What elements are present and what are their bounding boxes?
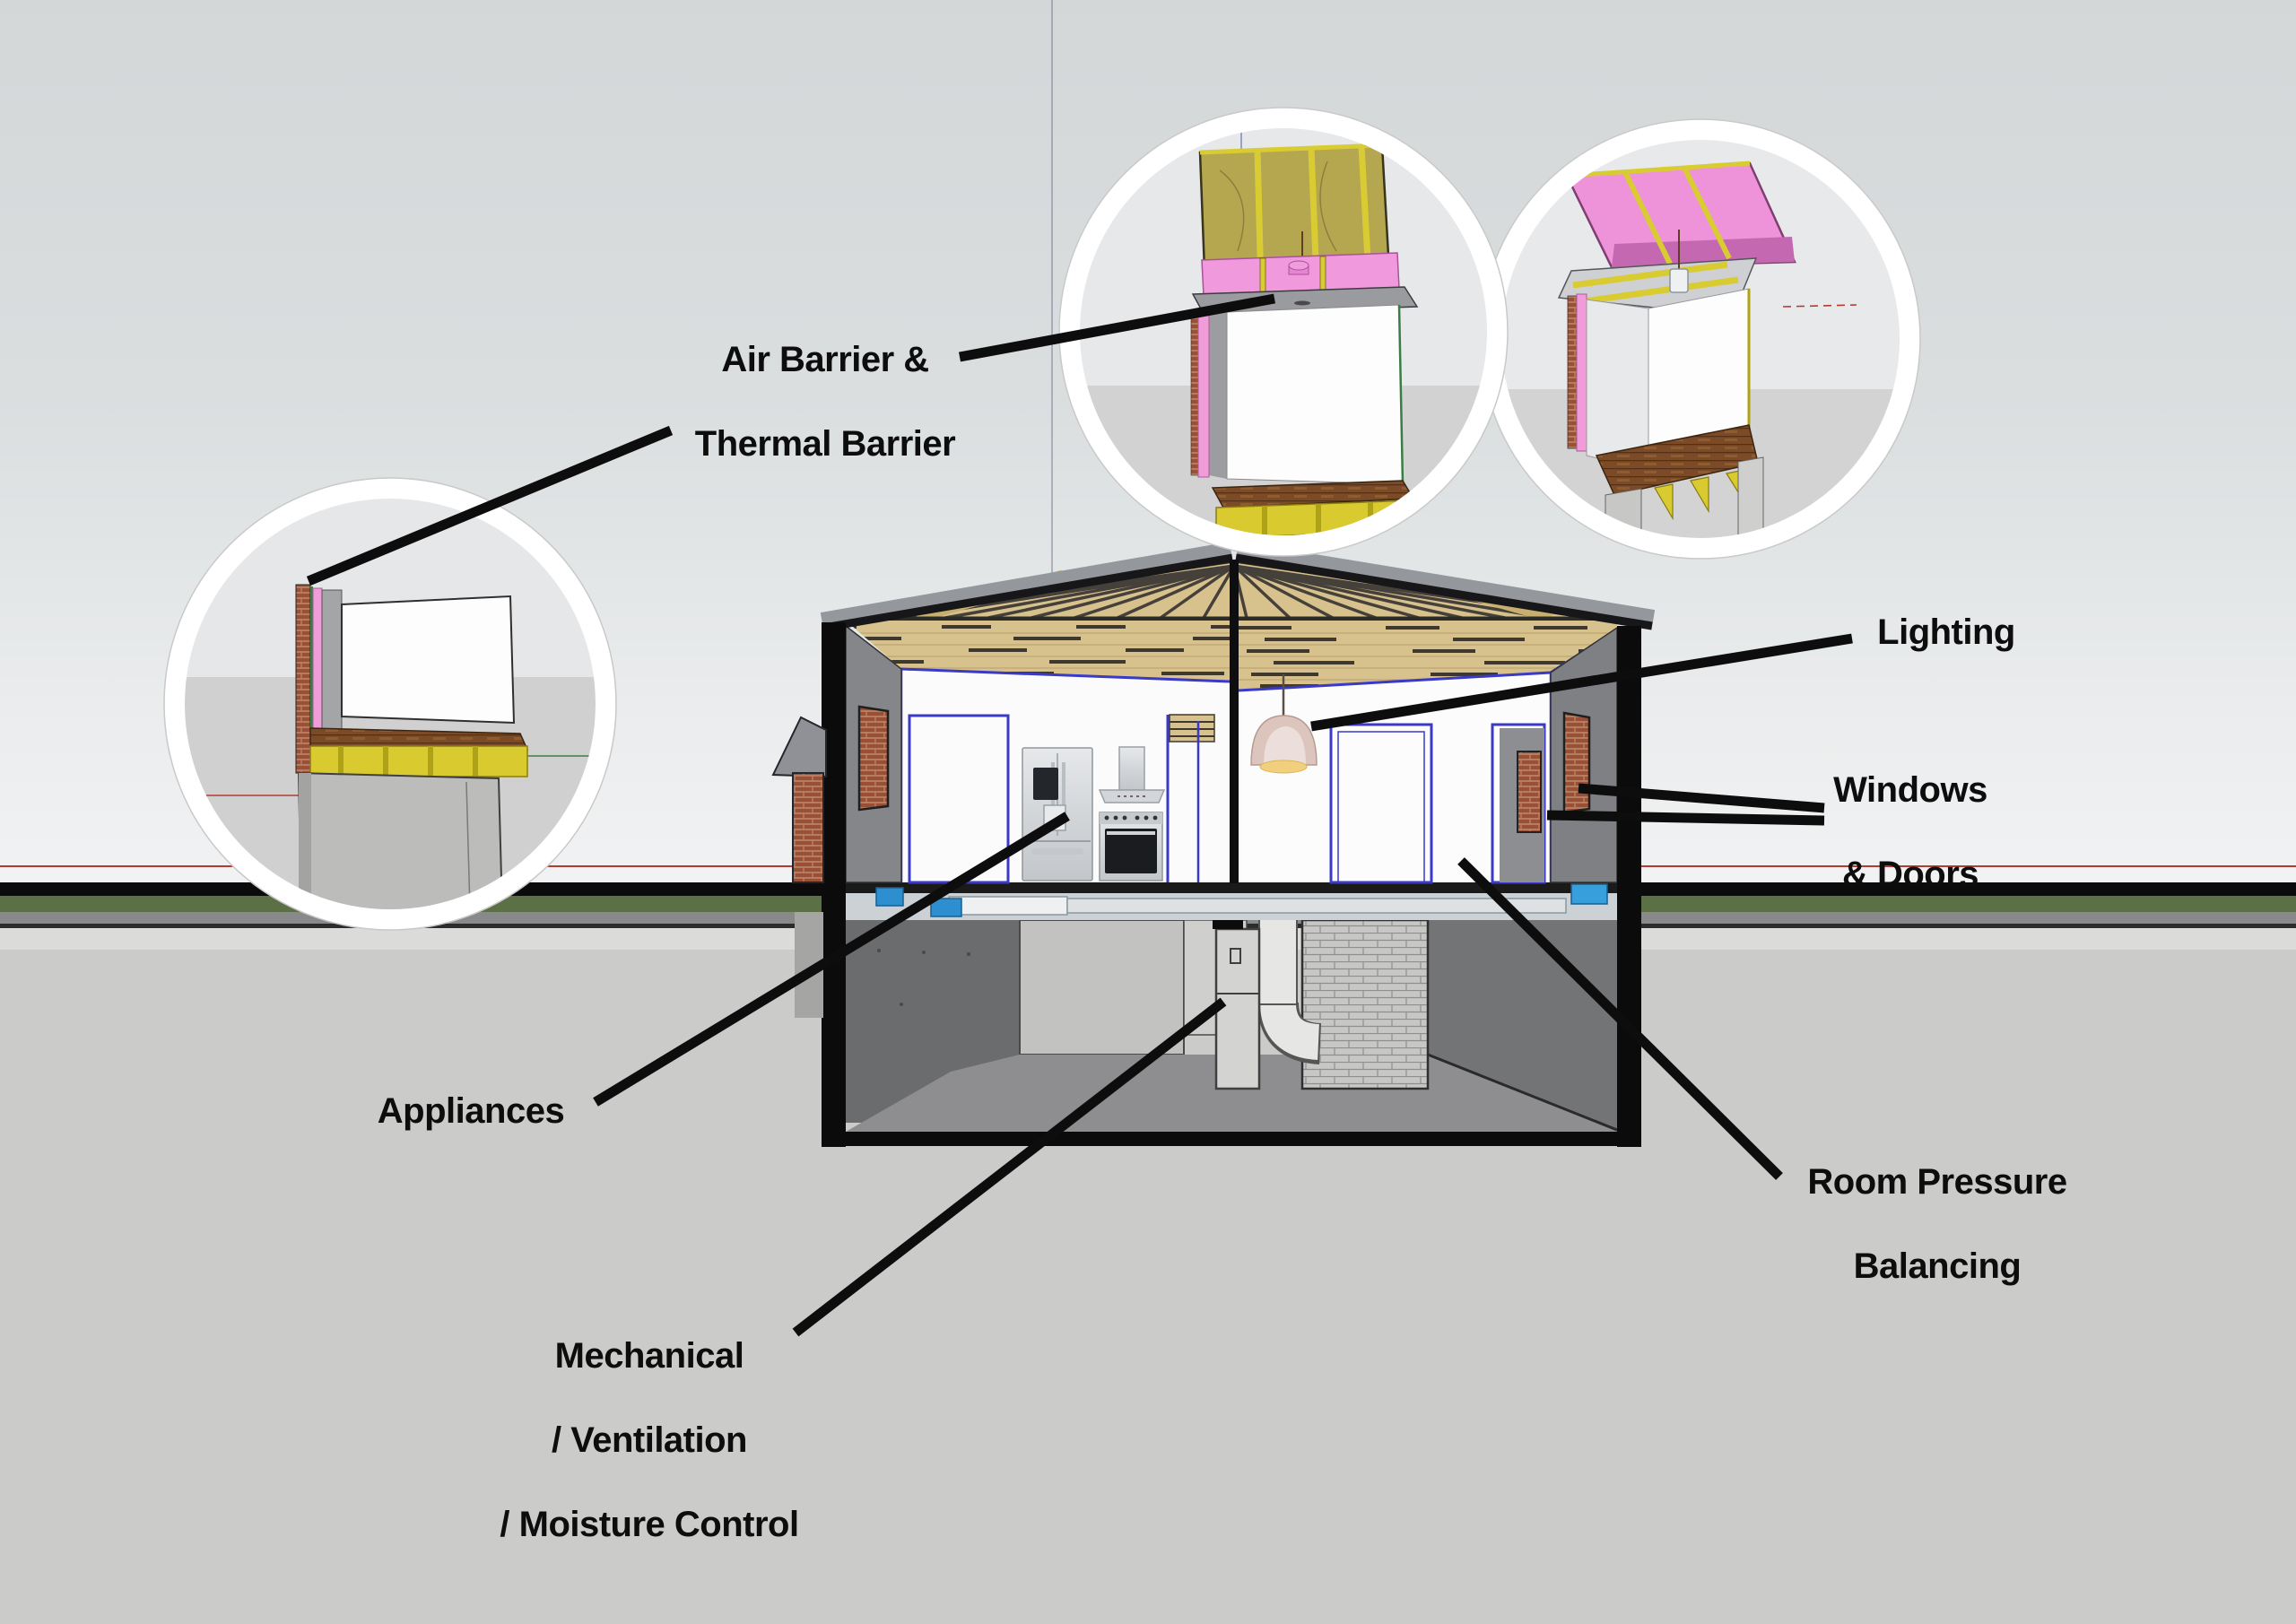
leader-doors bbox=[1546, 810, 1825, 826]
center-wall-cut bbox=[1230, 560, 1239, 883]
supply-duct-left bbox=[948, 896, 1068, 916]
leader-lighting bbox=[1310, 633, 1853, 732]
duct-vertical bbox=[1258, 912, 1298, 1005]
floor-wall-junction bbox=[1427, 1053, 1618, 1132]
brick-veneer bbox=[295, 584, 311, 774]
stove bbox=[1099, 812, 1163, 881]
leader-windows bbox=[1578, 783, 1825, 813]
leader-room-pressure bbox=[1457, 857, 1783, 1180]
basement bbox=[846, 902, 1618, 1133]
range-hood bbox=[1098, 746, 1166, 803]
concrete-block-wall bbox=[1300, 918, 1430, 1090]
duct-boot-left bbox=[930, 898, 962, 917]
leader-air-barrier-to-middle-inset bbox=[958, 293, 1276, 362]
roof-edge-left bbox=[822, 553, 1233, 632]
roof-sheathing-left bbox=[820, 542, 1232, 625]
main-floor-line bbox=[840, 882, 1641, 893]
house-section bbox=[771, 542, 1656, 1147]
inset-wall-foundation-detail bbox=[163, 477, 617, 931]
side-wall-window bbox=[1517, 751, 1542, 833]
floor-joists bbox=[309, 745, 528, 777]
concrete-foundation bbox=[297, 771, 504, 909]
inset-roof-insulation-detail bbox=[1480, 118, 1921, 560]
exterior-chimney bbox=[771, 716, 827, 1018]
interior-openings bbox=[908, 714, 1546, 884]
pendant-lamp bbox=[1250, 674, 1318, 774]
light-canister bbox=[1669, 268, 1689, 293]
air-barrier-line1: Air Barrier & bbox=[721, 340, 929, 379]
furnace-panel bbox=[1230, 948, 1241, 964]
inset-attic-kneewall-detail bbox=[1058, 107, 1509, 557]
leader-appliances bbox=[593, 812, 1070, 1107]
roof-edge-right bbox=[1235, 553, 1653, 630]
lamp-glow bbox=[1259, 760, 1308, 774]
basement-back-wall bbox=[1019, 919, 1185, 1055]
air-barrier-line2: Thermal Barrier bbox=[694, 424, 956, 464]
left-wall-cut bbox=[822, 622, 846, 1147]
trunk-duct bbox=[1066, 898, 1567, 914]
ice-dispenser bbox=[1033, 768, 1058, 800]
right-wall-cut bbox=[1617, 626, 1641, 1147]
drywall-panel bbox=[1226, 304, 1404, 485]
leader-lines bbox=[306, 293, 1853, 1337]
rim-fitting-right bbox=[1570, 883, 1608, 905]
right-gable-window bbox=[1562, 711, 1591, 814]
lighting-label: Lighting bbox=[1877, 612, 2015, 652]
windows-doors-label: Windows & Doors bbox=[1833, 770, 1987, 894]
mechanical-label: Mechanical / Ventilation / Moisture Cont… bbox=[500, 1336, 799, 1544]
roof-sheathing-right bbox=[1236, 542, 1656, 622]
refrigerator bbox=[1022, 747, 1093, 881]
pink-wall-insulation bbox=[1197, 313, 1210, 478]
duct-elbow bbox=[1260, 1001, 1320, 1060]
rim-fitting-left bbox=[875, 887, 904, 907]
leader-air-barrier-to-left-inset bbox=[306, 425, 674, 586]
footing-cut bbox=[822, 1132, 1641, 1146]
left-gable-window bbox=[857, 705, 890, 812]
room-pressure-label: Room Pressure Balancing bbox=[1807, 1162, 2067, 1286]
appliances-label: Appliances bbox=[377, 1091, 565, 1131]
furnace bbox=[1214, 927, 1261, 1090]
oven-door bbox=[1105, 829, 1157, 873]
drywall-panel bbox=[341, 595, 516, 725]
air-barrier-label: Air Barrier & Thermal Barrier bbox=[574, 339, 1076, 465]
leader-mechanical bbox=[792, 997, 1227, 1337]
